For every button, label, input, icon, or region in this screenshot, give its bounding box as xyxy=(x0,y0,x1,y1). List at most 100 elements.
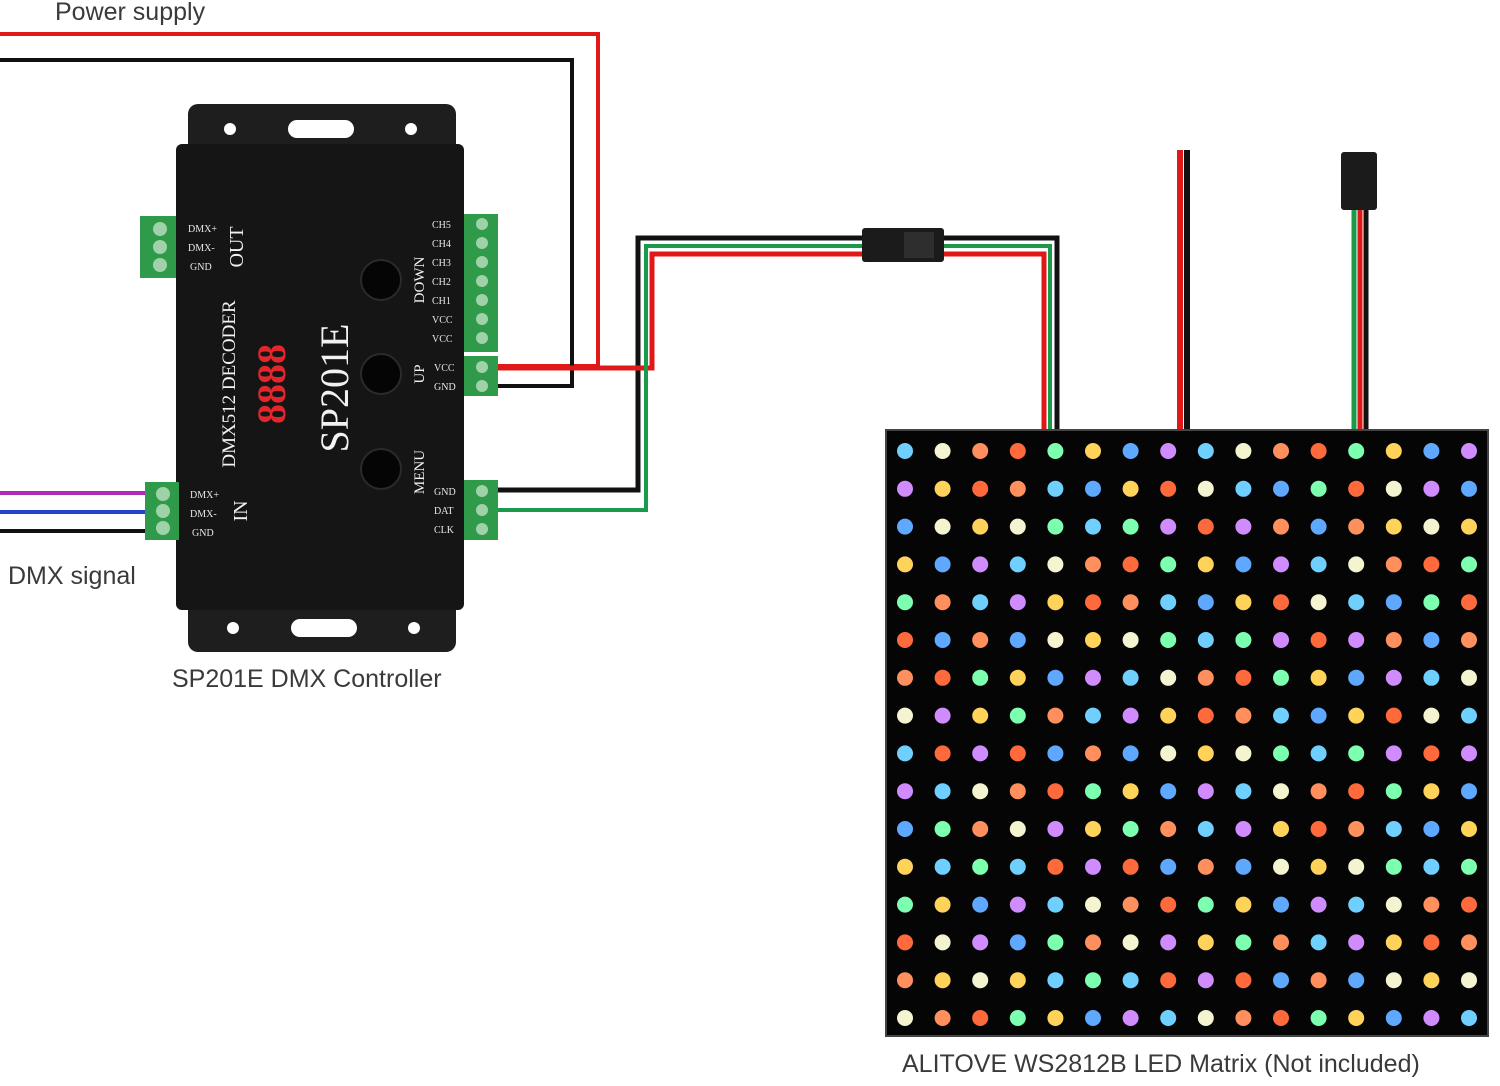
led-pixel xyxy=(972,896,989,913)
led-pixel xyxy=(1273,443,1289,459)
led-pixel xyxy=(1197,669,1214,686)
led-pixel xyxy=(1461,556,1477,573)
data-pin-gnd: GND xyxy=(434,487,456,498)
led-pixel xyxy=(1423,783,1440,800)
led-pixel xyxy=(1348,518,1365,535)
led-pixel xyxy=(1160,480,1177,497)
jst-connector-latch xyxy=(904,232,934,258)
out-pin-dmx-plus: DMX+ xyxy=(188,224,217,235)
led-pixel xyxy=(1122,934,1139,951)
led-pixel xyxy=(1122,632,1139,648)
led-pixel xyxy=(1273,896,1289,913)
led-pixel xyxy=(1085,669,1101,686)
led-pixel xyxy=(1085,745,1101,762)
led-pixel xyxy=(1197,594,1214,611)
led-pixel xyxy=(1310,480,1327,497)
led-pixel xyxy=(1197,783,1214,800)
led-pixel xyxy=(1009,594,1026,611)
led-pixel xyxy=(934,821,951,837)
led-pixel xyxy=(1009,745,1026,762)
led-pixel xyxy=(1461,480,1477,497)
led-pixel xyxy=(1461,896,1477,913)
output-vcc-wire xyxy=(497,251,1047,430)
led-pixel xyxy=(1047,480,1064,497)
led-pixel xyxy=(1047,745,1064,762)
led-pixel xyxy=(1122,896,1139,913)
power-negative-wire xyxy=(0,58,574,388)
led-pixel xyxy=(1235,480,1252,497)
led-pixel xyxy=(1310,518,1327,535)
led-pixel xyxy=(1122,783,1139,800)
led-pixel xyxy=(1197,707,1214,724)
led-pixel xyxy=(1235,443,1252,459)
led-pixel xyxy=(934,707,951,724)
display-readout: 8888 xyxy=(249,344,294,424)
led-pixel xyxy=(1310,858,1327,875)
led-pixel xyxy=(1160,632,1177,648)
led-pixel xyxy=(1273,1010,1289,1026)
led-pixel xyxy=(934,972,951,989)
led-pixel xyxy=(1160,821,1177,837)
led-pixel xyxy=(1385,972,1402,989)
led-pixel xyxy=(1235,632,1252,648)
led-pixel xyxy=(1235,783,1252,800)
terminal-block-data xyxy=(464,480,498,540)
led-pixel xyxy=(1197,518,1214,535)
led-pixel xyxy=(897,1010,913,1026)
led-pixel xyxy=(897,669,913,686)
led-pixel xyxy=(972,594,989,611)
led-pixel xyxy=(1273,556,1289,573)
output-cable xyxy=(497,228,1060,512)
led-pixel xyxy=(1461,632,1477,648)
data-pin-clk: CLK xyxy=(434,525,455,536)
led-pixel xyxy=(1423,972,1440,989)
led-pixel xyxy=(1085,972,1101,989)
led-pixel xyxy=(934,480,951,497)
led-pixel xyxy=(1385,896,1402,913)
led-pixel xyxy=(1348,669,1365,686)
ch-pin-labels: CH5 CH4 CH3 CH2 CH1 VCC VCC xyxy=(432,220,453,345)
led-pixel xyxy=(972,783,989,800)
led-pixel xyxy=(972,972,989,989)
led-pixel xyxy=(1160,707,1177,724)
led-pixel xyxy=(1122,669,1139,686)
led-pixel xyxy=(972,480,989,497)
up-button[interactable] xyxy=(360,353,402,395)
led-pixel xyxy=(1047,1010,1064,1026)
led-pixel xyxy=(1009,669,1026,686)
led-pixel xyxy=(1310,896,1327,913)
out-pin-labels: DMX+ DMX- GND xyxy=(188,224,217,273)
led-pixel xyxy=(1461,858,1477,875)
mount-hole xyxy=(227,622,239,634)
led-pixel xyxy=(1461,1010,1477,1026)
led-pixel xyxy=(1310,443,1327,459)
led-pixel xyxy=(1310,594,1327,611)
led-pixel xyxy=(1160,443,1177,459)
led-pixel xyxy=(897,934,913,951)
led-pixel xyxy=(1197,821,1214,837)
led-pixel xyxy=(1385,480,1402,497)
data-pin-dat: DAT xyxy=(434,506,453,517)
led-pixel xyxy=(1348,896,1365,913)
ch-pin: CH1 xyxy=(432,296,451,307)
led-pixel xyxy=(1273,594,1289,611)
led-pixel xyxy=(1423,858,1440,875)
led-pixel xyxy=(1423,934,1440,951)
led-pixel xyxy=(934,443,951,459)
led-pixel xyxy=(1160,934,1177,951)
led-pixel xyxy=(1273,745,1289,762)
led-pixel xyxy=(1085,594,1101,611)
led-pixel xyxy=(1273,480,1289,497)
out-pin-gnd: GND xyxy=(190,262,212,273)
led-pixel xyxy=(1385,443,1402,459)
down-button[interactable] xyxy=(360,259,402,301)
mount-slot xyxy=(291,619,357,637)
led-pixel xyxy=(1348,858,1365,875)
sp201e-controller: SP201E DMX512 DECODER 8888 OUT IN DOWN U… xyxy=(140,104,498,652)
led-pixel xyxy=(1085,632,1101,648)
led-pixel xyxy=(1423,518,1440,535)
led-pixel xyxy=(1122,518,1139,535)
menu-button[interactable] xyxy=(360,448,402,490)
led-pixel xyxy=(1047,783,1064,800)
led-pixel xyxy=(1348,1010,1365,1026)
